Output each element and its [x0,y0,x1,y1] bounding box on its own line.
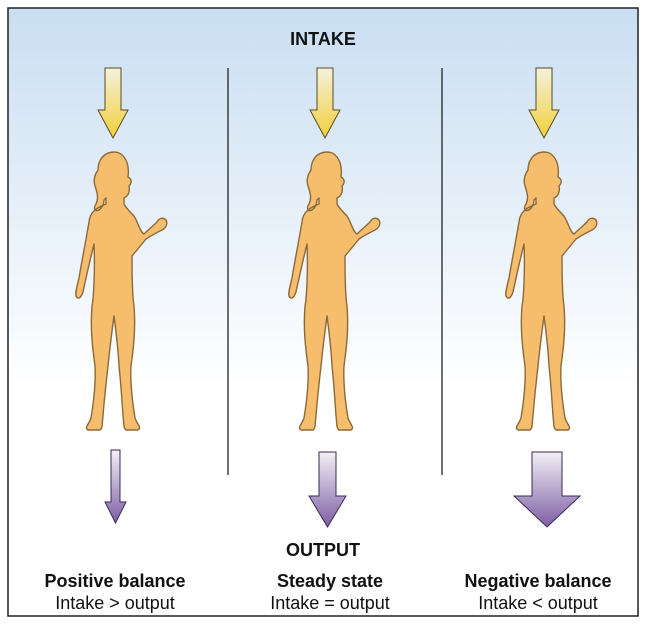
caption-title: Negative balance [438,570,638,592]
caption-relation: Intake < output [438,592,638,614]
intake-label: INTAKE [0,29,646,50]
caption-negative-balance: Negative balance Intake < output [438,570,638,614]
caption-steady-state: Steady state Intake = output [230,570,430,614]
output-label: OUTPUT [0,540,646,561]
caption-title: Positive balance [15,570,215,592]
caption-relation: Intake = output [230,592,430,614]
caption-title: Steady state [230,570,430,592]
caption-relation: Intake > output [15,592,215,614]
caption-positive-balance: Positive balance Intake > output [15,570,215,614]
